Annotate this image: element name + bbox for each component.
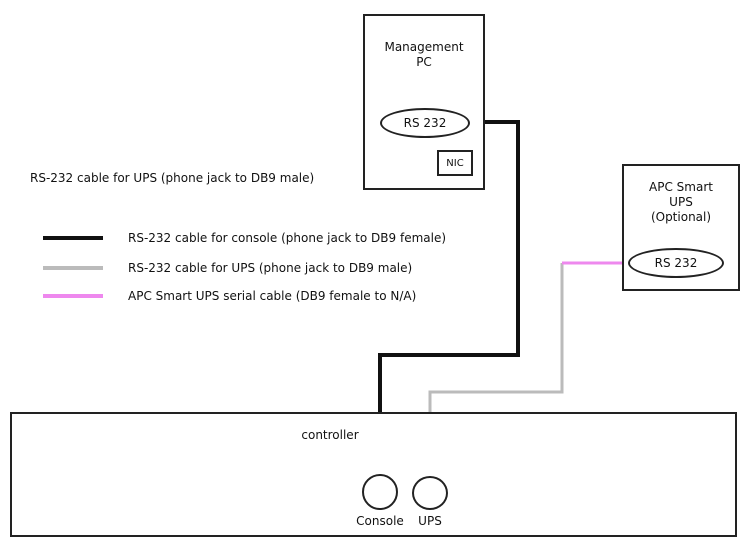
legend-console-text: RS-232 cable for console (phone jack to … [128,231,447,245]
legend-ups-line [43,266,103,270]
ups-port-label: UPS [418,514,442,528]
pc-rs232-port: RS 232 [380,108,470,138]
console-port-label: Console [356,514,404,528]
ups-rs232-port: RS 232 [628,248,724,278]
management-pc-title: Management PC [384,40,464,69]
ups-rs232-label: RS 232 [654,256,698,270]
top-note-text: RS-232 cable for UPS (phone jack to DB9 … [30,171,315,185]
ups-port [412,476,448,510]
apc-ups-title: APC Smart UPS (Optional) [649,180,713,224]
controller-title: controller [301,428,359,442]
console-port [362,474,398,510]
nic-box: NIC [437,150,473,176]
legend-ups-text: RS-232 cable for UPS (phone jack to DB9 … [128,261,413,275]
nic-label: NIC [446,157,464,169]
console-cable [378,120,520,475]
legend-apc-line [43,294,103,298]
legend-apc-text: APC Smart UPS serial cable (DB9 female t… [128,289,417,303]
pc-rs232-label: RS 232 [403,116,447,130]
legend-console-line [43,236,103,240]
